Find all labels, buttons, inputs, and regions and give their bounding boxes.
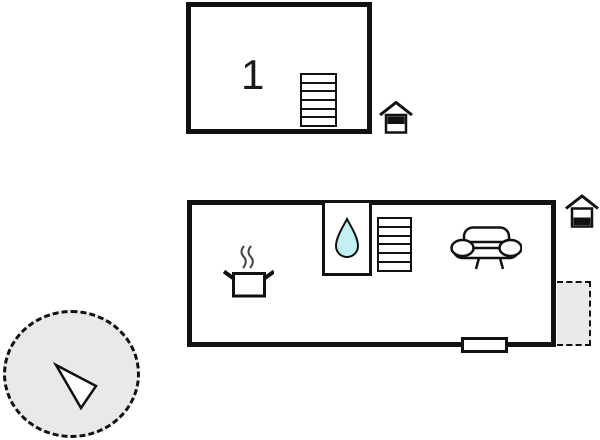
steam-line [247,245,254,269]
stair-step [302,75,335,84]
stair-step [302,118,335,125]
ground-floor-room [187,200,556,347]
compass-needle-icon [52,361,98,411]
stair-step [302,101,335,110]
water-drop-icon [334,217,360,258]
stair-step [379,219,410,228]
sofa-icon [450,226,523,272]
stair-step [302,110,335,119]
stair-step [379,228,410,237]
window-marker [461,337,508,353]
stair-step [379,263,410,270]
stairs-icon [300,73,337,127]
stair-step [302,84,335,93]
terrace-area [557,281,591,346]
floor-indicator-ground-icon [565,194,599,234]
stairs-icon [377,217,412,272]
stair-step [302,92,335,102]
stair-step [379,245,410,255]
room-number-label: 1 [241,51,265,98]
indicator-filled-level [387,116,405,124]
steam-line [240,245,247,269]
stair-step [379,237,410,246]
stair-step [379,254,410,264]
stove-icon [222,241,276,299]
bathroom-cabin [322,200,372,276]
water-drop-shape [334,217,360,258]
compass-circle [3,310,140,438]
indicator-filled-level [573,217,591,225]
upper-floor-room: 1 [186,2,372,134]
floor-indicator-upper-icon [379,100,413,140]
